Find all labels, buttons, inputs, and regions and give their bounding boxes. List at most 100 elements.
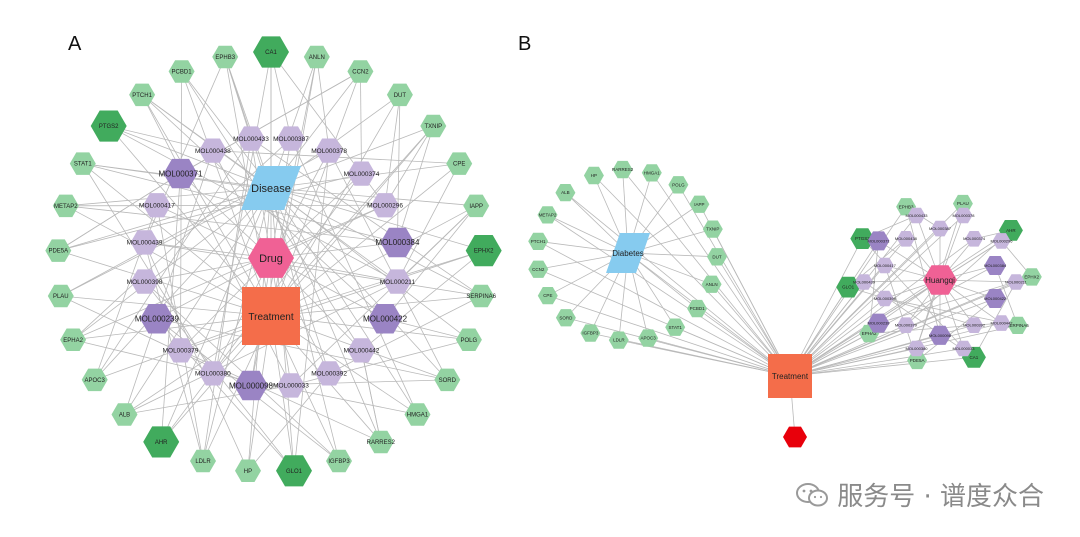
molecule-hexagon bbox=[234, 370, 268, 401]
molecule-node-mol000433: MOL000433 bbox=[233, 126, 269, 151]
molecule-label: MOL000379 bbox=[163, 348, 199, 355]
gene-label: METAP2 bbox=[539, 212, 557, 217]
edge bbox=[627, 252, 717, 258]
gene-node-sord: SORD bbox=[555, 309, 576, 327]
gene-label: CCN2 bbox=[352, 70, 369, 76]
edge bbox=[156, 257, 272, 320]
molecule-label: MOL000392 bbox=[963, 323, 986, 328]
gene-node-ldlr: LDLR bbox=[608, 331, 629, 349]
edge bbox=[82, 163, 272, 317]
gene-node-ahr: AHR bbox=[143, 426, 180, 458]
edge bbox=[73, 315, 272, 341]
gene-hexagon bbox=[143, 426, 180, 458]
molecule-node-mol000442: MOL000442 bbox=[990, 315, 1013, 331]
molecule-node-mol000442: MOL000442 bbox=[344, 338, 380, 363]
gene-hexagon bbox=[468, 284, 495, 308]
molecule-node-mol000296: MOL000296 bbox=[367, 193, 403, 218]
disease-shape bbox=[241, 166, 301, 210]
hub-node-drug: Drug bbox=[248, 238, 294, 278]
gene-hexagon bbox=[665, 318, 686, 336]
edge bbox=[627, 252, 712, 285]
edge bbox=[160, 187, 272, 443]
gene-label: ANLN bbox=[309, 55, 325, 61]
edge bbox=[270, 205, 477, 317]
gene-label: METAP2 bbox=[54, 204, 78, 210]
molecule-label: MOL000439 bbox=[853, 279, 876, 284]
gene-node-ptch1: PTCH1 bbox=[528, 232, 549, 250]
gene-label: GLO1 bbox=[842, 285, 855, 290]
gene-label: HMGA1 bbox=[644, 170, 661, 175]
edge bbox=[270, 204, 386, 259]
diabetes-node: Diabetes bbox=[606, 233, 650, 273]
gene-hexagon bbox=[1007, 316, 1028, 334]
molecule-label: MOL000371 bbox=[158, 169, 203, 178]
gene-hexagon bbox=[641, 164, 662, 182]
gene-label: APOC3 bbox=[641, 336, 657, 341]
edge bbox=[94, 138, 252, 381]
gene-hexagon bbox=[434, 368, 461, 392]
gene-label: AHR bbox=[155, 440, 168, 446]
molecule-hexagon bbox=[166, 338, 195, 363]
gene-label: HP bbox=[591, 173, 597, 178]
gene-label: LDLR bbox=[195, 459, 211, 465]
gene-label: PCBD1 bbox=[172, 70, 193, 76]
gene-node-iapp: IAPP bbox=[689, 195, 710, 213]
hub-node-huangqi: Huangqi bbox=[923, 265, 957, 295]
gene-node-hmga1: HMGA1 bbox=[404, 403, 431, 426]
edge bbox=[789, 324, 1018, 377]
edge bbox=[156, 204, 272, 259]
molecule-hexagon bbox=[965, 317, 984, 333]
gene-node-stat1: STAT1 bbox=[665, 318, 686, 336]
edge bbox=[789, 348, 964, 377]
molecule-label: MOL000378 bbox=[311, 148, 347, 155]
edge bbox=[397, 163, 460, 282]
gene-label: IAPP bbox=[469, 204, 483, 210]
molecule-node-mol000371: MOL000371 bbox=[158, 158, 203, 189]
panel-b-letter: B bbox=[518, 33, 531, 55]
gene-node-pcbd1: PCBD1 bbox=[687, 299, 708, 318]
gene-node-epha2: EPHA2 bbox=[60, 328, 87, 351]
molecule-label: MOL000442 bbox=[990, 320, 1013, 325]
gene-hexagon bbox=[420, 114, 447, 138]
edge bbox=[593, 175, 791, 377]
gene-hexagon bbox=[81, 368, 108, 392]
gene-node-hmga1: HMGA1 bbox=[641, 164, 662, 182]
gene-node-stat1: STAT1 bbox=[69, 152, 96, 175]
molecule-node-mol000378: MOL000378 bbox=[311, 138, 347, 163]
gene-node-sord: SORD bbox=[434, 368, 461, 392]
gene-label: DUT bbox=[394, 93, 407, 99]
gene-label: AHR bbox=[1006, 228, 1016, 233]
edge bbox=[58, 250, 272, 317]
gene-hexagon bbox=[463, 194, 490, 218]
gene-hexagon bbox=[386, 83, 413, 107]
molecule-label: MOL000384 bbox=[375, 238, 420, 247]
molecule-label: MOL000211 bbox=[380, 279, 416, 286]
gene-node-txnip: TXNIP bbox=[702, 220, 723, 238]
molecule-hexagon bbox=[965, 231, 984, 247]
edge bbox=[82, 163, 214, 374]
molecule-label: MOL000438 bbox=[895, 236, 918, 241]
molecule-node-mol000392: MOL000392 bbox=[311, 361, 347, 386]
gene-hexagon bbox=[668, 176, 689, 194]
gene-node-pde5a: PDE5A bbox=[45, 239, 72, 262]
edge bbox=[293, 150, 330, 471]
molecule-node-mol000438: MOL000438 bbox=[195, 138, 231, 163]
edge bbox=[58, 173, 362, 252]
gene-hexagon bbox=[276, 455, 312, 487]
gene-label: DUT bbox=[712, 254, 721, 259]
gene-hexagon bbox=[537, 287, 558, 305]
gene-node-ccn2: CCN2 bbox=[347, 60, 374, 83]
gene-node-ldlr: LDLR bbox=[190, 449, 216, 473]
gene-label: PDE5A bbox=[48, 249, 68, 255]
wechat-icon bbox=[796, 482, 829, 506]
edge bbox=[180, 250, 484, 351]
molecule-label: MOL000417 bbox=[874, 263, 897, 268]
gene-hexagon bbox=[537, 206, 558, 224]
edge bbox=[144, 242, 249, 471]
molecule-node-mol000384: MOL000384 bbox=[984, 256, 1007, 275]
gene-label: IGFBP3 bbox=[582, 331, 599, 336]
molecule-label: MOL000398 bbox=[127, 279, 163, 286]
molecule-hexagon bbox=[347, 338, 376, 363]
edge bbox=[108, 125, 272, 189]
